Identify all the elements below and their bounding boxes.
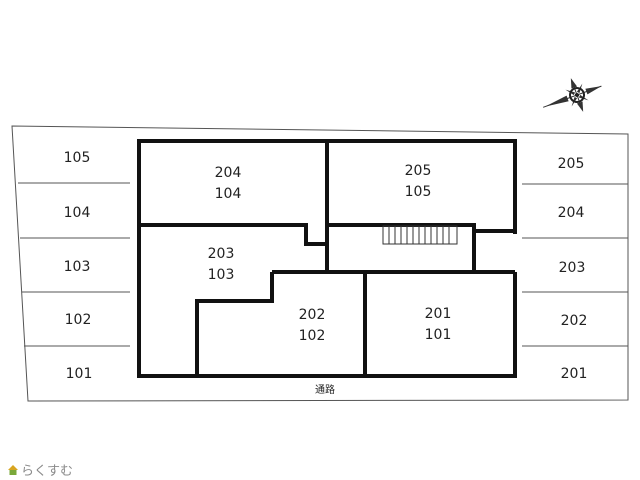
compass-icon — [543, 78, 602, 112]
parking-left-label: 103 — [64, 259, 91, 275]
unit-number: 204 — [215, 165, 242, 181]
unit-parking: 102 — [299, 328, 326, 344]
site-boundary — [11, 125, 629, 402]
unit-number: 205 — [405, 163, 432, 179]
logo: らくすむ — [8, 460, 73, 479]
parking-left-label: 102 — [65, 312, 92, 328]
unit-labels: 204 104 205 105 203 103 202 102 201 101 — [208, 163, 452, 344]
parking-right-label: 204 — [558, 205, 585, 221]
staircase — [382, 225, 458, 245]
unit-parking: 103 — [208, 267, 235, 283]
parking-left-labels: 105 104 103 102 101 — [64, 150, 93, 382]
parking-right-label: 201 — [561, 366, 588, 382]
building-walls — [137, 139, 517, 378]
parking-left-label: 104 — [64, 205, 91, 221]
parking-right-label: 205 — [558, 156, 585, 172]
unit-number: 201 — [425, 306, 452, 322]
parking-right-lines — [522, 183, 628, 347]
unit-parking: 101 — [425, 327, 452, 343]
parking-left-lines — [18, 182, 130, 347]
parking-left-label: 105 — [64, 150, 91, 166]
unit-number: 202 — [299, 307, 326, 323]
parking-right-label: 202 — [561, 313, 588, 329]
logo-text: らくすむ — [21, 464, 74, 479]
parking-right-label: 203 — [559, 260, 586, 276]
passage-label: 通路 — [315, 383, 335, 396]
house-icon — [8, 464, 18, 475]
unit-parking: 105 — [405, 184, 432, 200]
unit-parking: 104 — [215, 186, 242, 202]
unit-number: 203 — [208, 246, 235, 262]
parking-left-label: 101 — [66, 366, 93, 382]
parking-right-labels: 205 204 203 202 201 — [558, 156, 588, 382]
